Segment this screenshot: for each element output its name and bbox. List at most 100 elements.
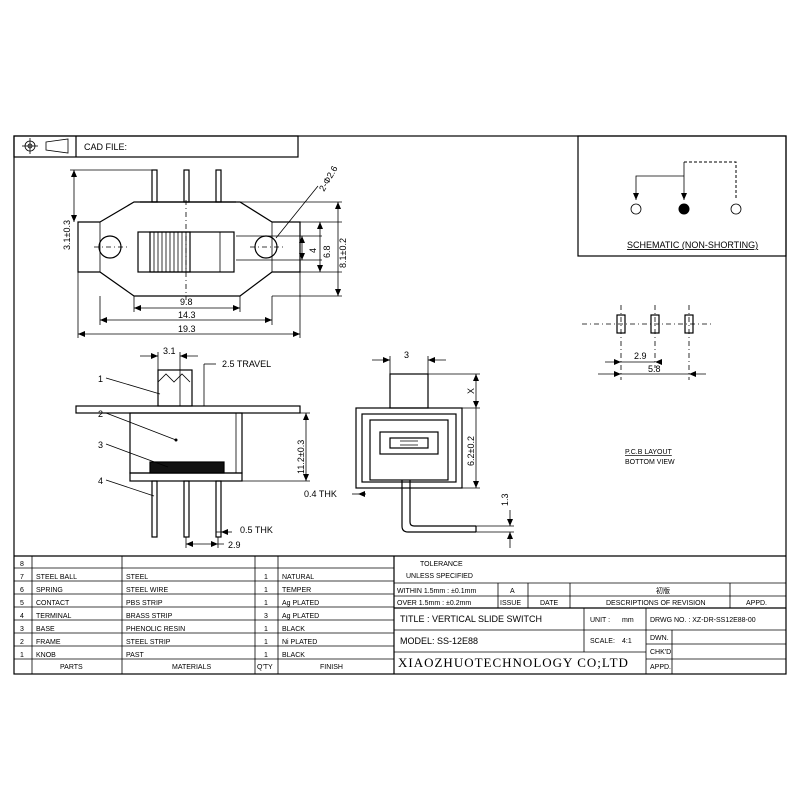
bom-cell-material: PHENOLIC RESIN xyxy=(126,626,185,633)
bom-cell-part: SPRING xyxy=(36,587,63,594)
side-view: 3.1 2.5 TRAVEL 1 2 3 4 11.2±0.3 xyxy=(75,346,310,550)
end-frame xyxy=(355,407,463,489)
bom-cell-no: 7 xyxy=(20,574,24,581)
issue-label: ISSUE xyxy=(500,600,521,607)
dim-top-outer: 8.1±0.2 xyxy=(338,238,348,268)
end-dim-x: X xyxy=(466,388,476,394)
appd-label: APPD. xyxy=(746,600,767,607)
bom-header-parts: PARTS xyxy=(60,664,83,671)
bom-cell-no: 2 xyxy=(20,639,24,646)
bom-cell-no: 8 xyxy=(20,561,24,568)
date-label: DATE xyxy=(540,600,558,607)
pcb-layout: 2.9 5.8 P.C.B LAYOUT BOTTOM VIEW xyxy=(582,305,712,466)
dim-top-slot-width: 9.8 xyxy=(180,297,193,307)
pcb-subtitle: BOTTOM VIEW xyxy=(625,459,675,466)
callout-4: 4 xyxy=(98,476,103,486)
pcb-dim-span: 5.8 xyxy=(648,364,661,374)
bom-cell-finish: Ag PLATED xyxy=(282,600,319,607)
side-dim-pin-thk: 0.5 THK xyxy=(240,525,273,535)
bom-cell-finish: NATURAL xyxy=(282,574,314,581)
end-dim-pin: 1.3 xyxy=(500,493,510,506)
bom-cell-qty: 1 xyxy=(264,652,268,659)
side-dim-knob: 3.1 xyxy=(163,346,176,356)
bom-cell-finish: Ni PLATED xyxy=(282,639,317,646)
bom-cell-qty: 3 xyxy=(264,613,268,620)
tolerance-within: WITHIN 1.5mm : ±0.1mm xyxy=(397,588,476,595)
bom-cell-qty: 1 xyxy=(264,600,268,607)
end-dim-plate: 0.4 THK xyxy=(304,489,337,499)
dim-top-mid-width: 14.3 xyxy=(178,310,196,320)
bom-cell-part: BASE xyxy=(36,626,55,633)
pcb-dim-pitch: 2.9 xyxy=(634,351,647,361)
projection-cone-icon xyxy=(45,138,69,154)
bom-cell-part: TERMINAL xyxy=(36,613,72,620)
bom-cell-qty: 1 xyxy=(264,574,268,581)
terminal-left xyxy=(630,203,642,215)
dim-hole: 2-Φ2.6 xyxy=(317,164,340,193)
end-dim-knob: 3 xyxy=(404,350,409,360)
tolerance-title: TOLERANCE xyxy=(420,561,463,568)
title-block xyxy=(394,582,786,674)
bom-header-qty: Q'TY xyxy=(257,664,273,671)
model-number: MODEL: SS-12E88 xyxy=(400,636,478,646)
pcb-title: P.C.B LAYOUT xyxy=(625,449,673,456)
bom-cell-no: 6 xyxy=(20,587,24,594)
dwn-label: DWN. xyxy=(650,635,669,642)
bom-cell-material: BRASS STRIP xyxy=(126,613,173,620)
bom-cell-finish: Ag PLATED xyxy=(282,613,319,620)
scale-label: SCALE: xyxy=(590,638,615,645)
sheet-border xyxy=(13,135,787,675)
dim-top-slot: 4 xyxy=(308,248,318,253)
header-box: CAD FILE: xyxy=(13,135,299,158)
tolerance-sub: UNLESS SPECIFIED xyxy=(406,573,473,580)
bom-header-finish: FINISH xyxy=(320,664,343,671)
bom-cell-part: FRAME xyxy=(36,639,61,646)
bom-cell-no: 4 xyxy=(20,613,24,620)
callout-3: 3 xyxy=(98,440,103,450)
bom-cell-finish: TEMPER xyxy=(282,587,311,594)
frame-outline xyxy=(77,201,301,297)
schematic-title: SCHEMATIC (NON-SHORTING) xyxy=(627,240,758,250)
bom-cell-no: 1 xyxy=(20,652,24,659)
dim-top-total-width: 19.3 xyxy=(178,324,196,334)
bom-cell-qty: 1 xyxy=(264,639,268,646)
bom-cell-part: CONTACT xyxy=(36,600,70,607)
revision-text: 初版 xyxy=(656,586,670,595)
dim-top-height: 3.1±0.3 xyxy=(62,220,72,250)
chkd-label: CHK'D xyxy=(650,649,671,656)
cad-file-label: CAD FILE: xyxy=(84,142,127,152)
bom-cell-no: 5 xyxy=(20,600,24,607)
scale-value: 4:1 xyxy=(622,638,632,645)
tolerance-over: OVER 1.5mm : ±0.2mm xyxy=(397,600,471,607)
side-dim-pitch: 2.9 xyxy=(228,540,241,550)
bom-cell-finish: BLACK xyxy=(282,652,305,659)
drwg-number: DRWG NO. : XZ-DR-SS12E88-00 xyxy=(650,617,756,624)
side-knob xyxy=(157,369,193,407)
schematic-panel: SCHEMATIC (NON-SHORTING) xyxy=(577,135,787,257)
dim-top-inner: 6.8 xyxy=(322,245,332,258)
bom-cell-material: PBS STRIP xyxy=(126,600,163,607)
top-view: 3.1±0.3 2-Φ2.6 4 6.8 8.1±0.2 9.8 xyxy=(62,164,348,338)
side-travel: 2.5 TRAVEL xyxy=(222,359,271,369)
side-dim-height: 11.2±0.3 xyxy=(296,440,306,474)
callout-2: 2 xyxy=(98,409,103,419)
terminal-right xyxy=(730,203,742,215)
appd-signature-label: APPD. xyxy=(650,664,671,671)
bom-table xyxy=(14,555,786,674)
bom-cell-material: STEEL STRIP xyxy=(126,639,171,646)
callout-1: 1 xyxy=(98,374,103,384)
terminal-common xyxy=(678,203,690,215)
bom-cell-finish: BLACK xyxy=(282,626,305,633)
bom-cell-material: PAST xyxy=(126,652,144,659)
bom-cell-part: STEEL BALL xyxy=(36,574,77,581)
unit-label: UNIT : xyxy=(590,617,610,624)
bom-cell-material: STEEL WIRE xyxy=(126,587,168,594)
bom-cell-material: STEEL xyxy=(126,574,148,581)
descr-label: DESCRIPTIONS OF REVISION xyxy=(606,600,706,607)
end-dim-body: 6.2±0.2 xyxy=(466,436,476,466)
revision-letter: A xyxy=(510,588,515,595)
company-name: XIAOZHUOTECHNOLOGY CO;LTD xyxy=(398,655,629,670)
end-knob xyxy=(389,373,429,409)
side-frame-plate xyxy=(75,405,301,414)
